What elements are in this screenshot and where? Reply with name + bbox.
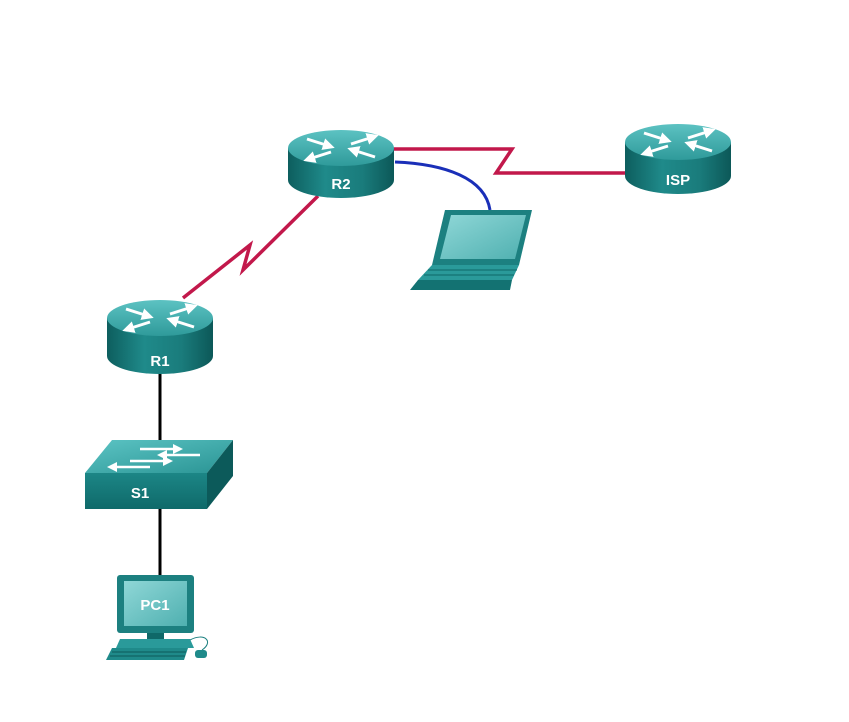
pc-pc1-label: PC1 xyxy=(140,597,169,614)
serial-link-r2-isp xyxy=(393,147,627,175)
router-arrows-icon xyxy=(303,133,379,163)
switch-s1-label: S1 xyxy=(131,485,149,502)
router-r1[interactable]: R1 xyxy=(107,300,213,374)
laptop-icon[interactable] xyxy=(410,210,532,290)
console-link-r2-laptop xyxy=(394,160,492,211)
router-isp[interactable]: ISP xyxy=(625,124,731,194)
serial-link-r1-r2 xyxy=(181,194,320,300)
router-isp-label: ISP xyxy=(666,172,690,189)
switch-arrows-icon xyxy=(107,444,200,472)
links xyxy=(158,147,627,575)
router-r2-label: R2 xyxy=(331,176,350,193)
router-r2[interactable]: R2 xyxy=(288,130,394,198)
router-r1-label: R1 xyxy=(150,353,169,370)
pc-pc1[interactable]: PC1 xyxy=(106,575,208,660)
router-arrows-icon xyxy=(640,127,716,157)
router-arrows-icon xyxy=(122,303,198,333)
switch-s1[interactable]: S1 xyxy=(85,440,233,509)
